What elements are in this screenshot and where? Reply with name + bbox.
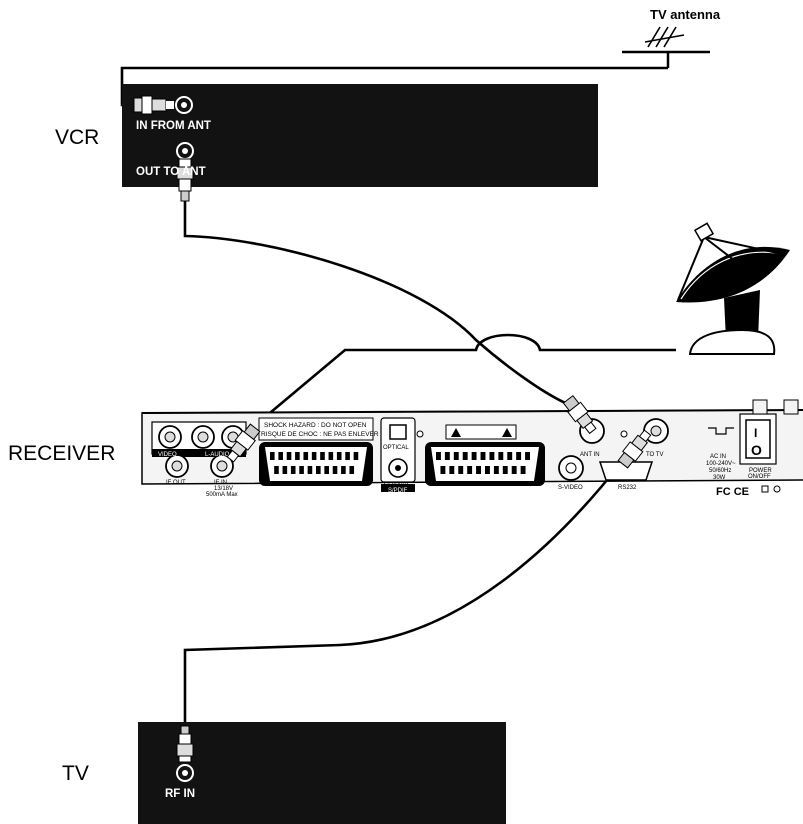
tv-scart-label: TV SCART bbox=[302, 488, 332, 494]
cert-marks: FC CE bbox=[716, 486, 749, 498]
scart-pin bbox=[311, 452, 317, 460]
vcr-to-receiver-cable bbox=[183, 201, 571, 407]
tv-device bbox=[138, 722, 506, 824]
scart-pin bbox=[471, 452, 477, 460]
to-tv-plug bbox=[617, 429, 652, 469]
ac-in-label-1: AC IN bbox=[710, 454, 726, 460]
if-in-spec1: 13/18V bbox=[214, 486, 233, 492]
vcr-in-from-ant-connector bbox=[133, 95, 193, 115]
scart-pin bbox=[353, 452, 359, 460]
vcr-scart-label: VCR SCART bbox=[466, 488, 501, 494]
optical-label: OPTICAL bbox=[383, 445, 409, 451]
scart-pin bbox=[498, 452, 504, 460]
scart-pin bbox=[270, 452, 275, 460]
power-label-1: POWER bbox=[749, 468, 772, 474]
scart-pin bbox=[480, 452, 486, 460]
if-out-label: IF OUT bbox=[166, 480, 186, 486]
scart-pin bbox=[440, 466, 446, 474]
warning-en: SHOCK HAZARD : DO NOT OPEN bbox=[264, 422, 367, 429]
tv-antenna-label: TV antenna bbox=[650, 7, 721, 22]
ant-in-label: ANT IN bbox=[580, 452, 600, 458]
scart-pin bbox=[299, 466, 304, 474]
tv-label: TV bbox=[62, 762, 89, 785]
if-in-label: IF IN bbox=[214, 480, 227, 486]
scart-pin bbox=[274, 466, 279, 474]
scart-pin bbox=[320, 452, 325, 460]
ant-in-plug bbox=[562, 394, 597, 435]
tv-rf-in-label: RF IN bbox=[165, 788, 195, 800]
scart-pin bbox=[453, 452, 459, 460]
scart-pin bbox=[502, 466, 508, 474]
scart-pin bbox=[493, 466, 499, 474]
rs232-label: RS232 bbox=[618, 485, 637, 491]
scart-pins bbox=[436, 452, 530, 474]
scart-pin bbox=[516, 452, 522, 460]
vcr-out-to-ant-label: OUT TO ANT bbox=[136, 166, 206, 178]
if-in-spec2: 500mA Max bbox=[206, 492, 238, 498]
scart-pin bbox=[511, 466, 517, 474]
scart-pin bbox=[341, 466, 346, 474]
scart-pin bbox=[316, 466, 321, 474]
scart-pin bbox=[436, 452, 441, 460]
scart-pin bbox=[489, 452, 495, 460]
scart-pin bbox=[278, 452, 283, 460]
vcr-device bbox=[122, 84, 598, 187]
tv-antenna bbox=[622, 26, 710, 68]
scart-pin bbox=[525, 452, 530, 460]
scart-pin bbox=[458, 466, 464, 474]
satellite-dish bbox=[676, 222, 790, 355]
scart-pin bbox=[476, 466, 481, 474]
scart-pin bbox=[332, 466, 338, 474]
scart-pin bbox=[345, 452, 350, 460]
vcr-label: VCR bbox=[55, 126, 99, 149]
spdif-label: S/PDIF bbox=[388, 488, 408, 494]
if-in-plug bbox=[226, 423, 261, 463]
scart-pin bbox=[324, 466, 329, 474]
power-label-2: ON/OFF bbox=[748, 474, 771, 480]
vcr-in-from-ant-label: IN FROM ANT bbox=[136, 120, 211, 132]
scart-pin bbox=[520, 466, 526, 474]
scart-pin bbox=[444, 452, 450, 460]
tv-rf-in-connector bbox=[176, 725, 194, 782]
power-off-symbol: O bbox=[751, 442, 762, 458]
vcr-out-to-ant-connector bbox=[176, 142, 194, 202]
audio-label: L-AUDIO-R bbox=[205, 452, 236, 458]
scart-pin bbox=[449, 466, 455, 474]
s-video-label: S-VIDEO bbox=[558, 485, 583, 491]
warning-fr: RISQUE DE CHOC : NE PAS ENLEVER bbox=[261, 431, 379, 438]
scart-pin bbox=[336, 452, 342, 460]
ac-in-label-2: 100-240V~ bbox=[706, 461, 736, 467]
ac-in-label-3: 50/60Hz bbox=[709, 468, 731, 474]
scart-pin bbox=[282, 466, 288, 474]
scart-pin bbox=[328, 452, 334, 460]
ac-in-label-4: 30W bbox=[713, 475, 726, 481]
coaxial-label: COAXIAL bbox=[384, 482, 411, 488]
scart-pin bbox=[467, 466, 473, 474]
scart-pin bbox=[303, 452, 309, 460]
scart-pin bbox=[290, 466, 296, 474]
scart-pin bbox=[462, 452, 468, 460]
receiver-rear-panel bbox=[141, 399, 803, 493]
video-label: VIDEO bbox=[158, 452, 177, 458]
receiver-label: RECEIVER bbox=[8, 442, 115, 465]
scart-pin bbox=[349, 466, 355, 474]
receiver-to-tv-cable bbox=[183, 463, 622, 728]
scart-pin bbox=[307, 466, 313, 474]
scart-pin bbox=[295, 452, 300, 460]
scart-pin bbox=[286, 452, 292, 460]
dish-to-receiver-cable bbox=[251, 333, 676, 429]
power-on-symbol: I bbox=[754, 426, 757, 440]
scart-pins bbox=[270, 452, 359, 474]
to-tv-label: TO TV bbox=[646, 452, 663, 458]
scart-pin bbox=[485, 466, 490, 474]
scart-pin bbox=[507, 452, 513, 460]
